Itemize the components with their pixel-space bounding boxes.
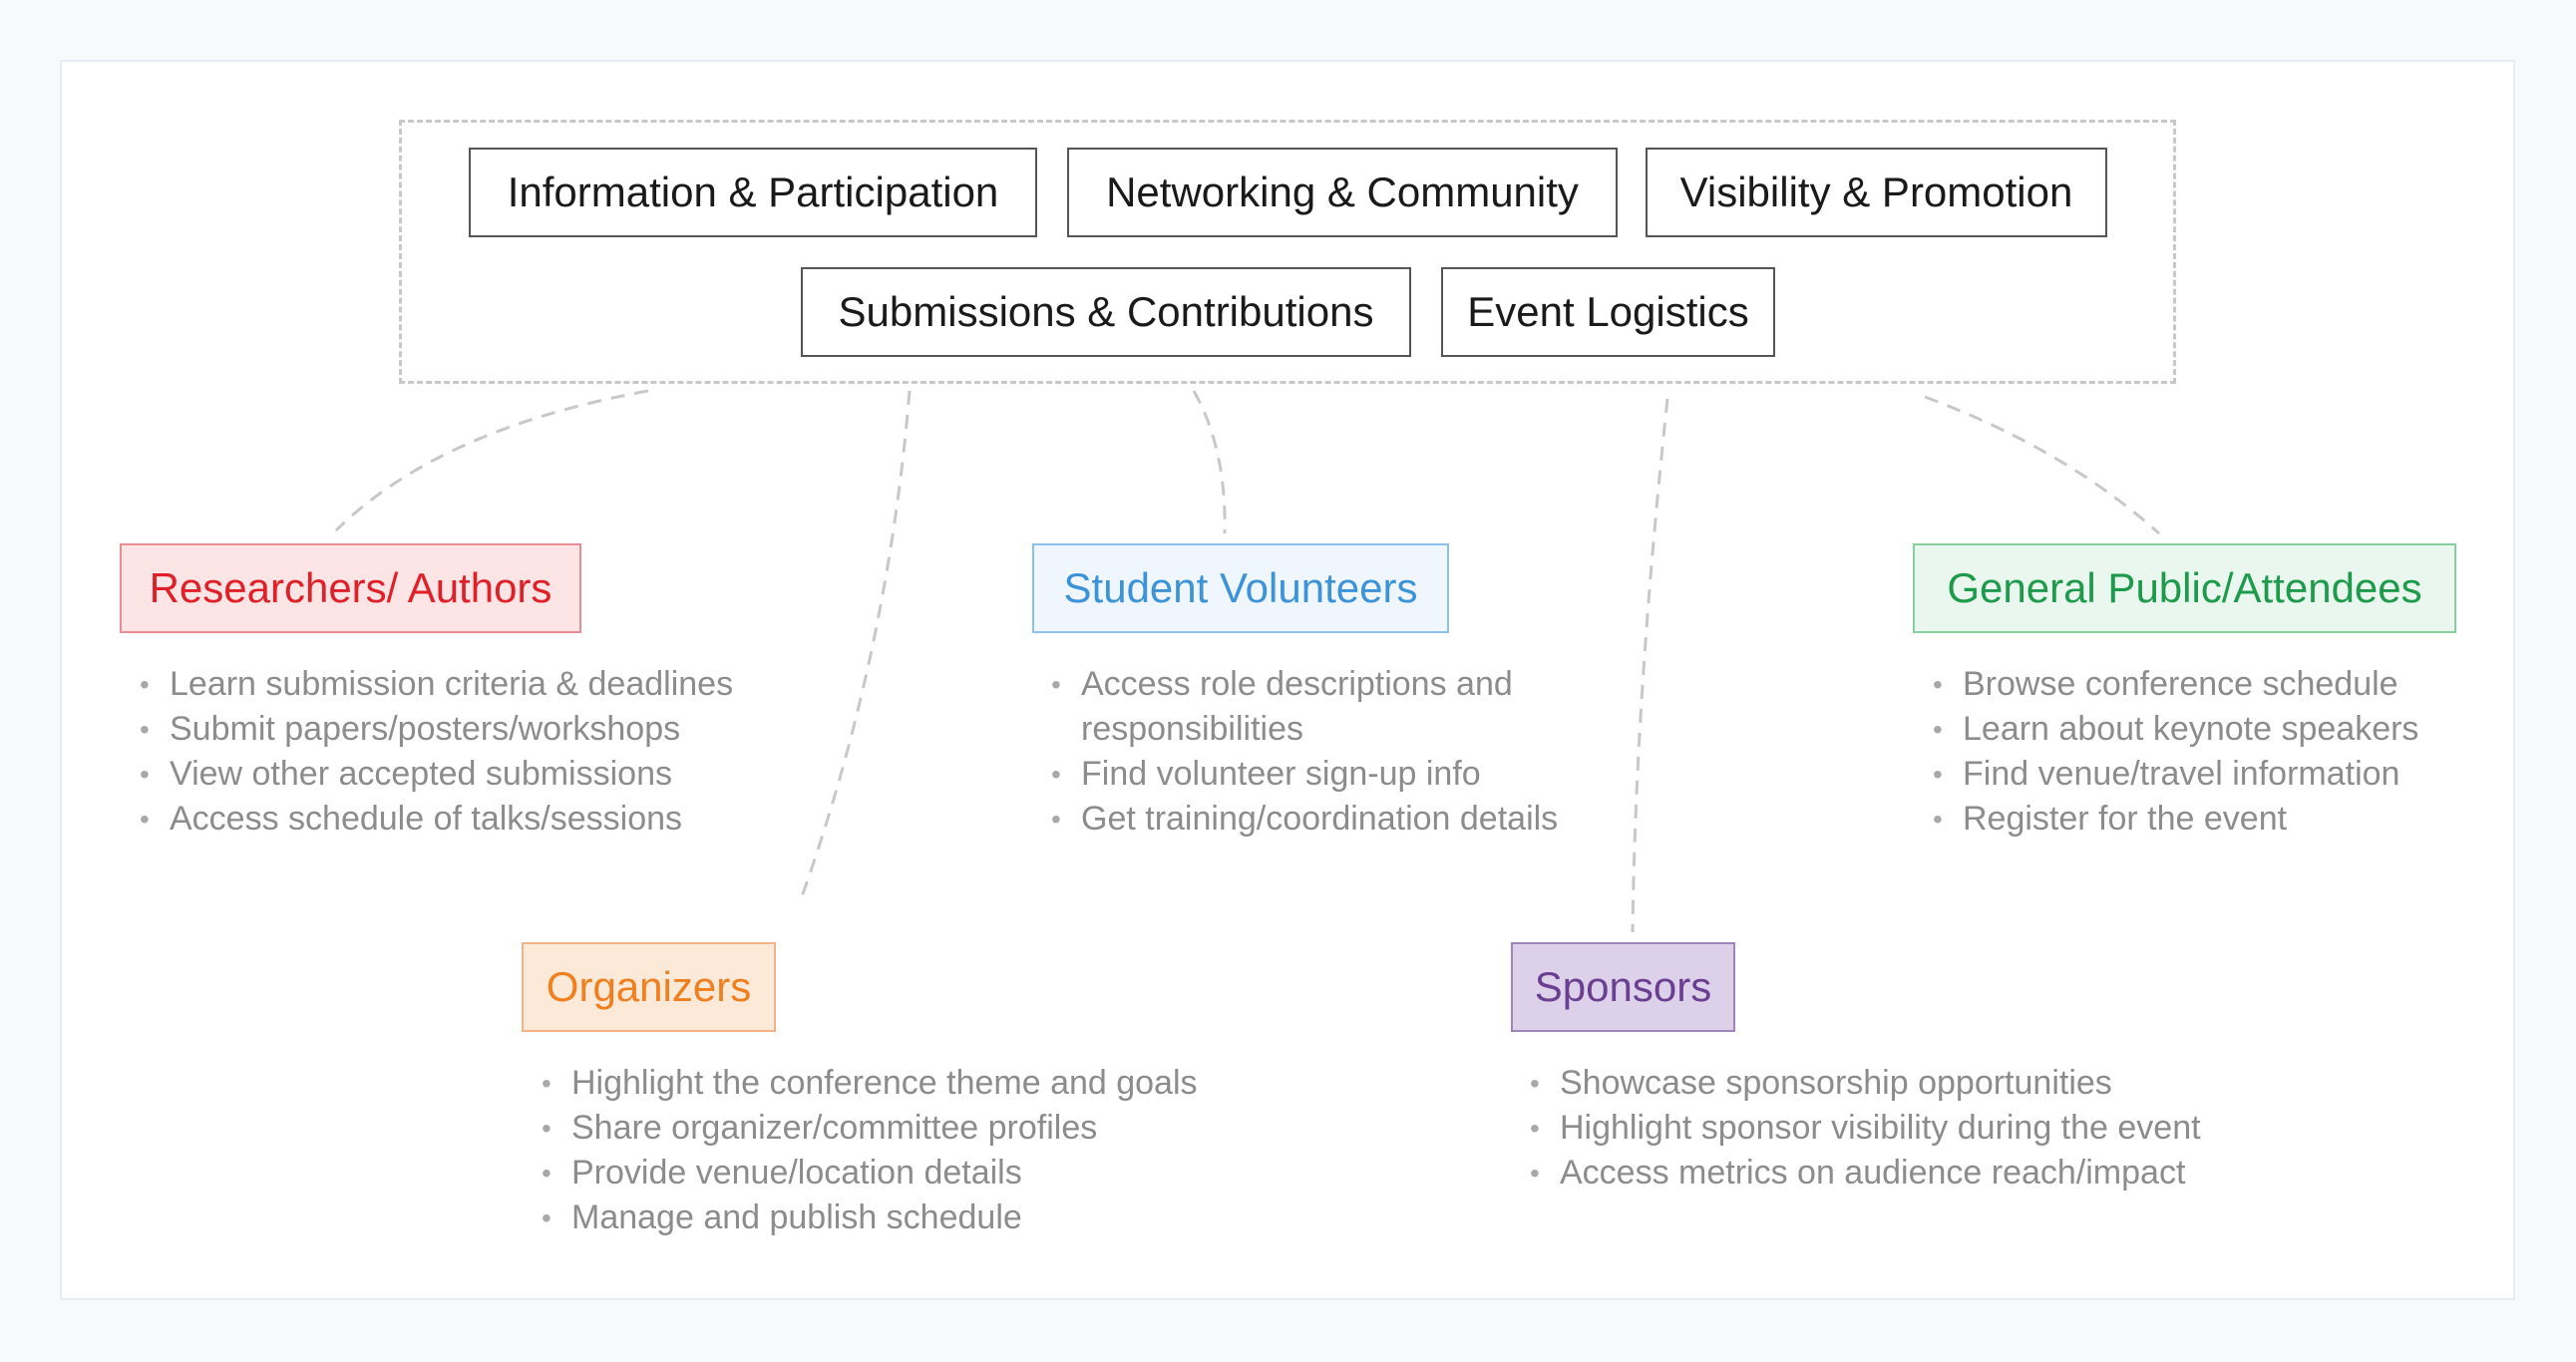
list-item: Share organizer/committee profiles	[542, 1106, 1198, 1151]
list-item: Find volunteer sign-up info	[1051, 752, 1650, 797]
list-item: Access role descriptions and responsibil…	[1051, 662, 1650, 752]
category-visibility-promotion: Visibility & Promotion	[1646, 148, 2107, 237]
role-organizers: Organizers	[522, 942, 776, 1032]
public-needs-list: Browse conference schedule Learn about k…	[1933, 662, 2418, 842]
category-networking-community: Networking & Community	[1067, 148, 1618, 237]
list-item: Learn about keynote speakers	[1933, 707, 2418, 752]
list-item: Showcase sponsorship opportunities	[1530, 1061, 2201, 1106]
organizers-needs-list: Highlight the conference theme and goals…	[542, 1061, 1198, 1240]
list-item: Provide venue/location details	[542, 1151, 1198, 1195]
list-item: Access metrics on audience reach/impact	[1530, 1151, 2201, 1195]
role-general-public-attendees: General Public/Attendees	[1913, 543, 2456, 633]
researchers-needs-list: Learn submission criteria & deadlines Su…	[140, 662, 733, 842]
list-item: Register for the event	[1933, 797, 2418, 842]
list-item: Manage and publish schedule	[542, 1195, 1198, 1240]
role-sponsors: Sponsors	[1511, 942, 1735, 1032]
list-item: Access schedule of talks/sessions	[140, 797, 733, 842]
role-researchers-authors: Researchers/ Authors	[120, 543, 581, 633]
sponsors-needs-list: Showcase sponsorship opportunities Highl…	[1530, 1061, 2201, 1195]
list-item: Learn submission criteria & deadlines	[140, 662, 733, 707]
category-group	[399, 120, 2176, 384]
list-item: Submit papers/posters/workshops	[140, 707, 733, 752]
list-item: Get training/coordination details	[1051, 797, 1650, 842]
category-information-participation: Information & Participation	[469, 148, 1037, 237]
category-submissions-contributions: Submissions & Contributions	[801, 267, 1411, 357]
list-item: Browse conference schedule	[1933, 662, 2418, 707]
volunteers-needs-list: Access role descriptions and responsibil…	[1051, 662, 1650, 842]
list-item: Highlight the conference theme and goals	[542, 1061, 1198, 1106]
list-item: Find venue/travel information	[1933, 752, 2418, 797]
list-item: Highlight sponsor visibility during the …	[1530, 1106, 2201, 1151]
role-student-volunteers: Student Volunteers	[1032, 543, 1449, 633]
category-event-logistics: Event Logistics	[1441, 267, 1775, 357]
list-item: View other accepted submissions	[140, 752, 733, 797]
